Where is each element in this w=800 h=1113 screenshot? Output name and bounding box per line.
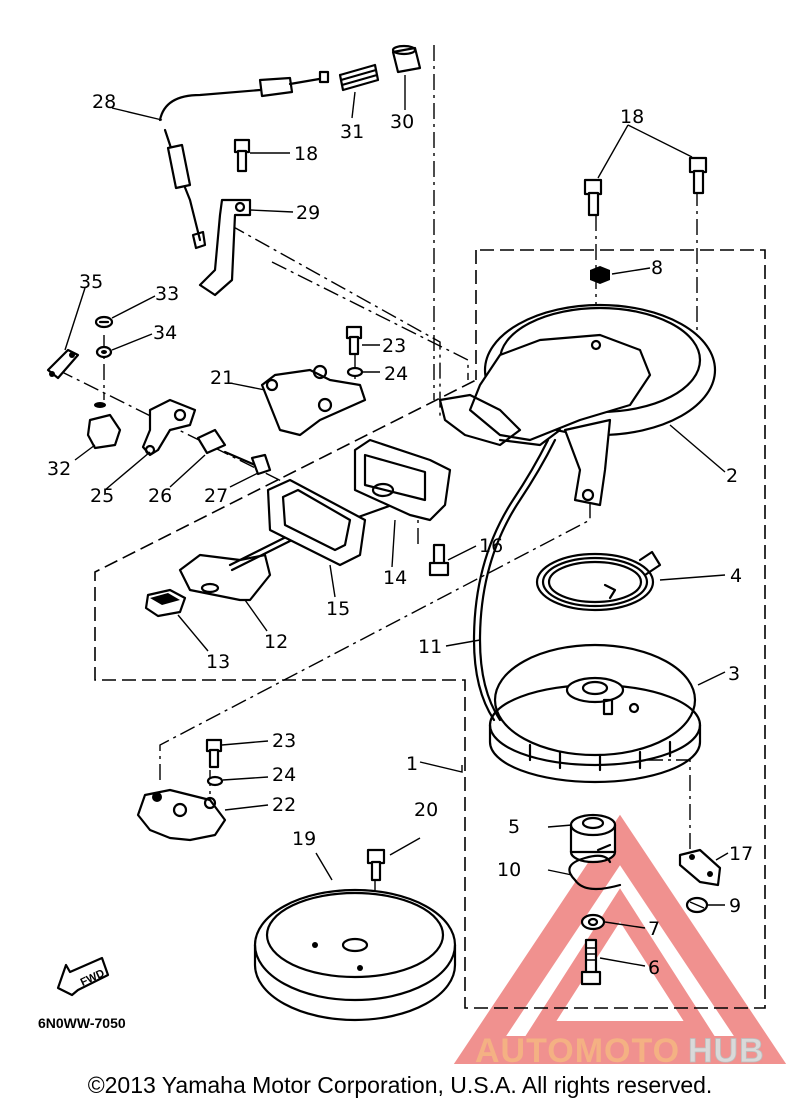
label-23-lower: 23 (272, 730, 296, 752)
part-15-grommet (266, 478, 367, 567)
watermark-logo (453, 814, 787, 1064)
label-20: 20 (414, 799, 438, 821)
label-31: 31 (340, 121, 364, 143)
part-13-handle-plug (144, 588, 187, 618)
label-24-upper: 24 (384, 363, 408, 385)
part-31-spring (338, 63, 380, 92)
part-8-nut (590, 266, 610, 284)
label-18-left: 18 (294, 143, 318, 165)
label-2: 2 (726, 465, 738, 487)
label-13: 13 (206, 651, 230, 673)
watermark-triangle-inner (523, 888, 717, 1039)
part-33-screw (94, 315, 114, 329)
part-6-bolt (580, 938, 602, 986)
label-35: 35 (79, 271, 103, 293)
assembly-boundary-upper (94, 249, 766, 1009)
part-18-bolt-left (583, 178, 603, 217)
part-30-plunger (391, 44, 422, 74)
label-9: 9 (729, 895, 741, 917)
part-10-clip (568, 843, 622, 891)
label-26: 26 (148, 485, 172, 507)
part-16-bolt (428, 543, 450, 577)
part-23-bolt-upper (345, 325, 363, 356)
label-15: 15 (326, 598, 350, 620)
label-32: 32 (47, 458, 71, 480)
part-4-spiral-spring (535, 550, 662, 612)
reference-line-6 (229, 224, 441, 420)
part-21-bracket (260, 364, 367, 437)
part-29-cable-bracket (198, 198, 252, 297)
part-2-starter-case (438, 303, 717, 507)
label-1: 1 (406, 753, 418, 775)
label-23-upper: 23 (382, 335, 406, 357)
label-16: 16 (479, 535, 503, 557)
label-11: 11 (418, 636, 442, 658)
part-19-plate (253, 888, 457, 1022)
copyright-notice: ©2013 Yamaha Motor Corporation, U.S.A. A… (87, 1072, 713, 1098)
label-24-lower: 24 (272, 764, 296, 786)
part-17-pawl (678, 848, 722, 887)
part-7-washer (580, 913, 606, 931)
part-9-spring (685, 896, 709, 914)
diagram-code: 6N0WW-7050 (38, 1015, 126, 1031)
watermark-text-part2: HUB (688, 1032, 765, 1070)
label-25: 25 (90, 485, 114, 507)
label-29: 29 (296, 202, 320, 224)
reference-line-1 (159, 500, 591, 780)
label-14: 14 (383, 567, 407, 589)
label-8: 8 (651, 257, 663, 279)
part-14-rope-guide (353, 438, 452, 522)
part-22-lever-bracket (136, 788, 227, 842)
label-28: 28 (92, 91, 116, 113)
part-32-stopper (86, 402, 122, 450)
label-18-right: 18 (620, 106, 644, 128)
label-6: 6 (648, 957, 660, 979)
part-25-link-lever (141, 398, 197, 457)
part-23-bolt-lower (205, 738, 223, 769)
part-26-collar (196, 428, 227, 455)
label-34: 34 (153, 322, 177, 344)
label-27: 27 (204, 485, 228, 507)
label-22: 22 (272, 794, 296, 816)
label-5: 5 (508, 816, 520, 838)
part-5-bushing (569, 813, 617, 864)
label-4: 4 (730, 565, 742, 587)
label-3: 3 (728, 663, 740, 685)
part-3-sheave-drum (488, 643, 702, 784)
label-12: 12 (264, 631, 288, 653)
label-7: 7 (648, 918, 660, 940)
part-24-washer-upper (346, 366, 364, 378)
label-21: 21 (210, 367, 234, 389)
watermark-text-part1: AUTOMOTO (475, 1032, 680, 1070)
label-10: 10 (497, 859, 521, 881)
part-34-washer (95, 345, 113, 359)
reference-line-5 (271, 261, 469, 380)
part-35-link (46, 348, 80, 380)
part-27-bolt (223, 450, 272, 476)
part-11-starter-rope (472, 438, 557, 722)
part-20-bolt (366, 848, 386, 882)
part-28-starter-cable (158, 70, 330, 250)
label-17: 17 (729, 843, 753, 865)
label-33: 33 (155, 283, 179, 305)
label-19: 19 (292, 828, 316, 850)
part-18-bolt-right (688, 156, 708, 195)
part-18-bolt-top (233, 138, 251, 173)
label-30: 30 (390, 111, 414, 133)
watermark-text: AUTOMOTO HUB (475, 1032, 765, 1071)
watermark-triangle-outer (453, 814, 787, 1064)
part-24-washer-lower (206, 775, 224, 787)
fwd-arrow-indicator: FWD (56, 956, 110, 997)
part-number-labels: 1 2 3 4 5 6 7 8 9 10 11 12 13 14 15 16 1… (47, 91, 753, 979)
leader-lines (64, 75, 729, 967)
